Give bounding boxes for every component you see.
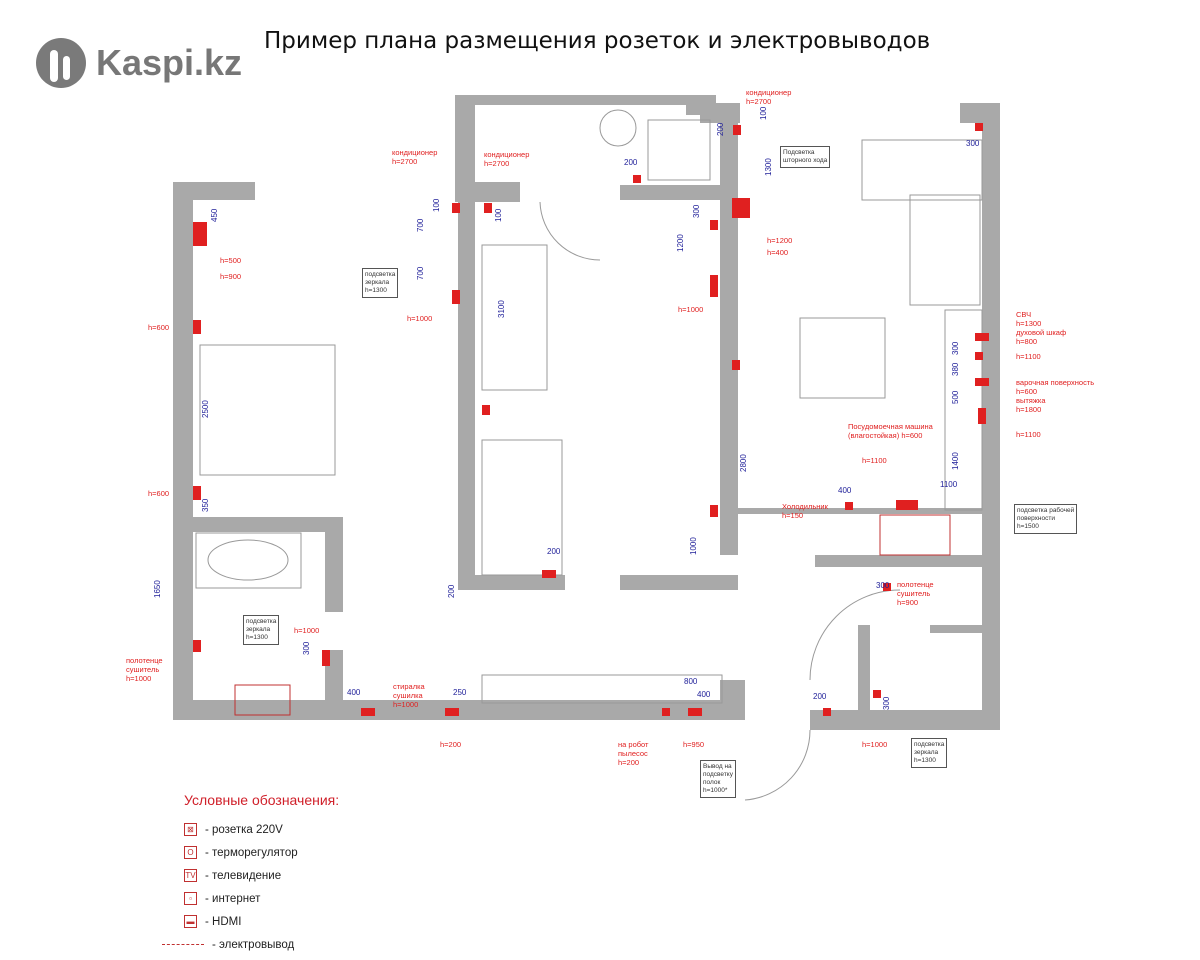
- thermostat-icon: O: [184, 846, 197, 859]
- height-label: h=1000: [862, 740, 888, 749]
- hdmi-icon: ▬: [184, 915, 197, 928]
- height-label: h=1100: [862, 456, 887, 465]
- dimension: 300: [302, 641, 311, 655]
- dimension: 2800: [739, 454, 748, 472]
- dimension: 300: [692, 204, 701, 218]
- legend-label: - электровывод: [212, 938, 295, 951]
- height-label: h=200: [440, 740, 462, 749]
- legend-item: ▬ - HDMI: [184, 910, 339, 933]
- walls: [173, 95, 1000, 730]
- dimension: 1300: [764, 158, 773, 176]
- sockets: [193, 123, 989, 716]
- legend-item: ▫ - интернет: [184, 887, 339, 910]
- curtain-light-note: Подсветка шторного хода: [780, 146, 831, 168]
- dimension: 700: [416, 266, 425, 280]
- robot-vacuum-label: на робот пылесос h=200: [618, 740, 649, 767]
- dimension: 200: [547, 547, 561, 556]
- dimension: 2500: [201, 400, 210, 418]
- legend-item: O - терморегулятор: [184, 841, 339, 864]
- mirror-light-note: подсветка зеркала h=1300: [362, 268, 399, 298]
- dimension: 400: [347, 688, 361, 697]
- height-label: h=1000: [407, 314, 433, 323]
- dimension: 100: [432, 198, 441, 212]
- height-label: h=600: [148, 323, 170, 332]
- dimension: 1100: [940, 480, 958, 489]
- dimension: 1650: [153, 580, 162, 598]
- dimension: 200: [813, 692, 827, 701]
- dimension: 3100: [497, 300, 506, 318]
- mirror-light-note: подсветка зеркала h=1300: [911, 738, 948, 768]
- dimension: 450: [210, 208, 219, 222]
- towel-dryer-label: полотенце сушитель h=900: [897, 580, 934, 607]
- height-label: h=900: [220, 272, 242, 281]
- kaspi-logo-icon: [36, 38, 86, 88]
- dimension: 300: [966, 139, 980, 148]
- height-label: h=600: [148, 489, 170, 498]
- hob-label: варочная поверхность h=600 вытяжка h=180…: [1016, 378, 1095, 414]
- logo-text: Kaspi.kz: [96, 42, 243, 83]
- legend-item: ⊠ - розетка 220V: [184, 818, 339, 841]
- fridge-label: Холодильник h=150: [782, 502, 828, 520]
- mirror-light-note: подсветка зеркала h=1300: [243, 615, 280, 645]
- dimension: 300: [951, 341, 960, 355]
- dimension: 400: [838, 486, 852, 495]
- legend: Условные обозначения: ⊠- розетка 220V O-…: [162, 792, 340, 956]
- dimension: 800: [684, 677, 698, 686]
- dishwasher-label: Посудомоечная машина (влагостойкая) h=60…: [848, 422, 933, 440]
- dimension: 100: [759, 106, 768, 120]
- legend-label: - терморегулятор: [205, 846, 298, 859]
- height-label: h=1100: [1016, 430, 1041, 439]
- height-label: h=950: [683, 740, 705, 749]
- legend-label: - интернет: [205, 892, 261, 905]
- dimension: 1000: [689, 537, 698, 555]
- page-title: Пример плана размещения розеток и электр…: [264, 28, 931, 54]
- washer-label: стиралка сушилка h=1000: [393, 682, 425, 709]
- dimension: 380: [951, 362, 960, 376]
- kaspi-logo: Kaspi.kz: [36, 38, 242, 88]
- legend-title: Условные обозначения:: [184, 792, 340, 808]
- dimension: 200: [716, 122, 725, 136]
- legend-item: - электровывод: [162, 933, 339, 956]
- dimension: 300: [882, 696, 891, 710]
- height-label: h=1100: [1016, 352, 1041, 361]
- dimension: 1400: [951, 452, 960, 470]
- dimension: 700: [416, 218, 425, 232]
- legend-label: - розетка 220V: [205, 823, 283, 836]
- dimension: 100: [494, 208, 503, 222]
- tv-icon: TV: [184, 869, 197, 882]
- height-label: h=1000: [678, 305, 704, 314]
- worktop-light-note: подсветка рабочей поверхности h=1500: [1014, 504, 1078, 534]
- dimension: 250: [453, 688, 467, 697]
- legend-item: TV - телевидение: [184, 864, 339, 887]
- legend-label: - телевидение: [205, 869, 282, 882]
- height-label: h=1200: [767, 236, 793, 245]
- ac-label: кондиционер h=2700: [746, 88, 792, 106]
- microwave-label: СВЧ h=1300 духовой шкаф h=800: [1016, 310, 1067, 346]
- ac-label: кондиционер h=2700: [484, 150, 530, 168]
- dimension: 1200: [676, 234, 685, 252]
- shelf-light-note: Вывод на подсветку полок h=1000*: [700, 760, 736, 798]
- height-label: h=400: [767, 248, 789, 257]
- towel-dryer-label: полотенце сушитель h=1000: [126, 656, 163, 683]
- internet-icon: ▫: [184, 892, 197, 905]
- dimension: 200: [447, 584, 456, 598]
- dimension: 400: [697, 690, 711, 699]
- socket-icon: ⊠: [184, 823, 197, 836]
- furniture: [195, 109, 983, 801]
- dimension: 200: [624, 158, 638, 167]
- legend-label: - HDMI: [205, 915, 242, 928]
- dimension: 300: [876, 581, 890, 590]
- height-label: h=500: [220, 256, 242, 265]
- dashed-line-icon: [162, 944, 204, 945]
- ac-label: кондиционер h=2700: [392, 148, 438, 166]
- height-label: h=1000: [294, 626, 320, 635]
- dimension: 500: [951, 390, 960, 404]
- dimension: 350: [201, 498, 210, 512]
